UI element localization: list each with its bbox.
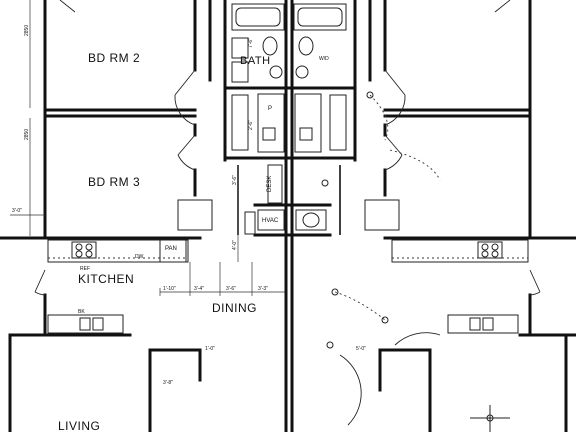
dim-label-7-6: 7'-6" xyxy=(248,38,254,48)
dim-label-2-6: 2'-6" xyxy=(248,120,254,130)
dim-label-2850-top: 2850 xyxy=(24,25,30,36)
closets xyxy=(177,199,400,231)
doors xyxy=(34,0,541,426)
label-hvac: HVAC xyxy=(262,218,279,224)
label-ref: REF xyxy=(80,266,90,272)
room-label-bd-rm-2: BD RM 2 xyxy=(88,51,140,65)
kitchen-fixtures xyxy=(47,239,529,334)
room-label-bath: BATH xyxy=(240,55,271,67)
dim-label-3-8: 3'-8" xyxy=(163,380,173,386)
bath-fixtures xyxy=(231,3,347,153)
dim-label-3-4: 3'-4" xyxy=(194,286,204,292)
room-label-dining: DINING xyxy=(212,301,257,315)
dim-label-4-0: 4'-0" xyxy=(232,240,238,250)
dim-label-3-3: 3'-3" xyxy=(258,286,268,292)
dim-label-3-6: 3'-6" xyxy=(226,286,236,292)
room-label-living: LIVING xyxy=(58,419,100,432)
hall-fixtures xyxy=(244,164,327,235)
outlets xyxy=(321,91,441,349)
room-label-kitchen: KITCHEN xyxy=(78,272,134,286)
dim-label-1-10: 1'-10" xyxy=(163,286,176,292)
room-label-bd-rm-3: BD RM 3 xyxy=(88,175,140,189)
label-desk: DESK xyxy=(267,176,273,192)
label-pan: PAN xyxy=(165,246,177,252)
dim-label-3-0: 3'-0" xyxy=(12,208,22,214)
ceiling-fan-icon xyxy=(470,405,510,432)
dim-label-5-0: 5'-0" xyxy=(356,346,366,352)
dim-label-3-6b: 3'-6" xyxy=(232,175,238,185)
dim-label-2850-mid: 2850 xyxy=(24,129,30,140)
label-bk: BK xyxy=(78,309,85,315)
dim-label-1-0: 1'-0" xyxy=(205,346,215,352)
dimension-lines xyxy=(10,0,285,296)
label-wd: W/D xyxy=(319,56,329,62)
label-p: P xyxy=(268,106,272,112)
label-dw: DW xyxy=(135,254,144,260)
